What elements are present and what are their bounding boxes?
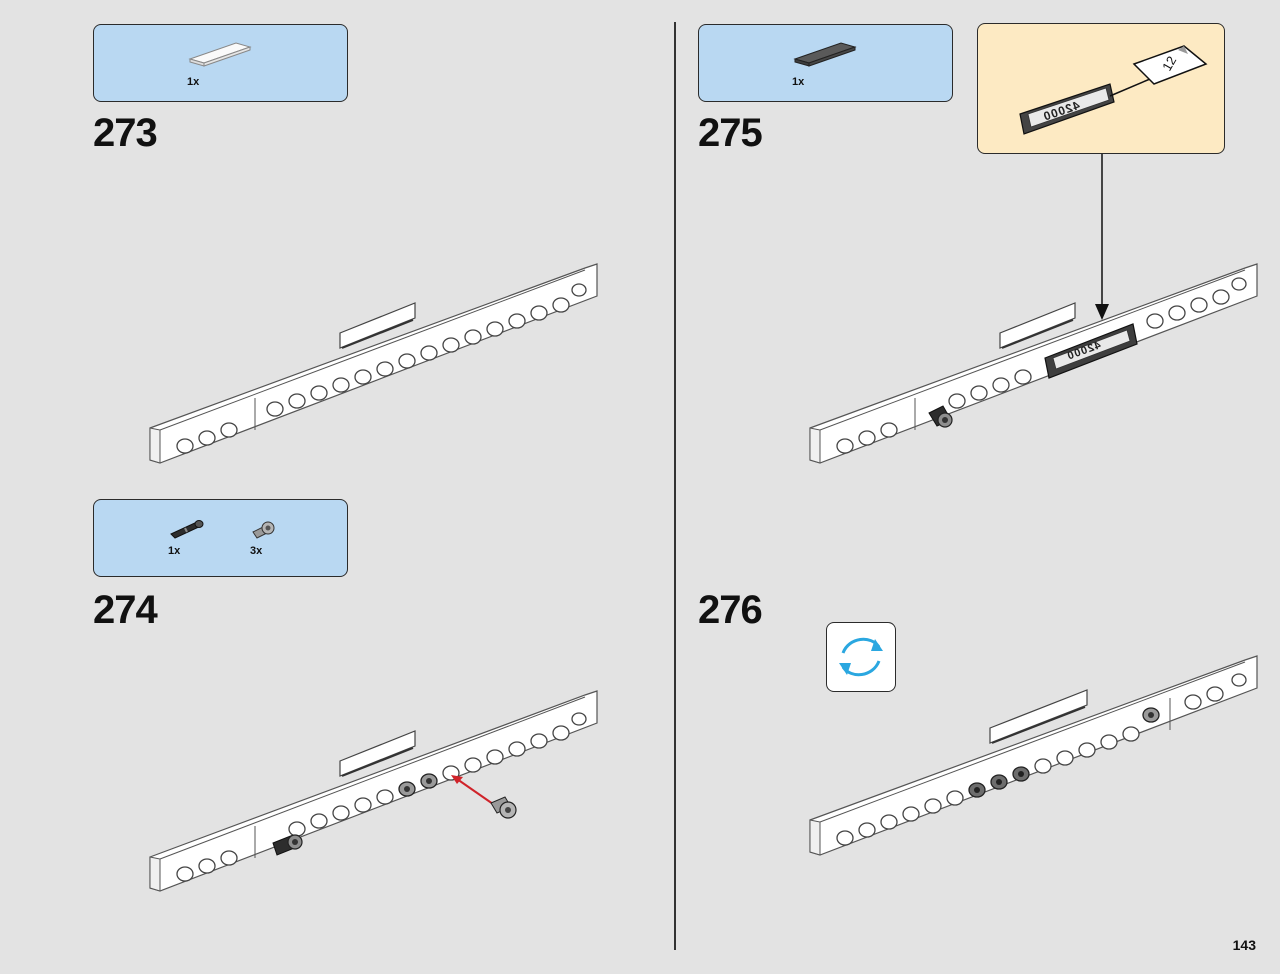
- step-number-275: 275: [698, 111, 763, 155]
- step-number-273: 273: [93, 111, 158, 155]
- page-divider: [674, 22, 676, 950]
- dark-tile-with-sticker: [1044, 323, 1138, 379]
- beam-assembly-274: [149, 690, 598, 892]
- step-number-276: 276: [698, 588, 763, 632]
- black-axle-pin-icon: [170, 520, 204, 539]
- rotate-model-callout: [826, 622, 896, 692]
- parts-callout-275: 1x: [698, 24, 953, 102]
- sticker-callout-275: 42000 12: [977, 23, 1225, 154]
- part-qty: 1x: [168, 545, 181, 557]
- black-axle-pin-installed: [928, 405, 953, 428]
- page-number: 143: [1232, 937, 1256, 953]
- sticker-arrow-275: [1095, 154, 1109, 320]
- sticker-application-icon: [1019, 45, 1208, 135]
- beam-assembly-276: [809, 655, 1258, 856]
- dark-grey-tile-1x4-icon: [793, 42, 857, 67]
- parts-callout-273: 1x: [93, 24, 348, 102]
- rotate-model-icon: [839, 637, 883, 677]
- parts-callout-274: 1x 3x: [93, 499, 348, 577]
- beam-assembly-273: [149, 263, 598, 464]
- beam-assembly-275: [809, 263, 1258, 464]
- part-qty: 1x: [187, 76, 200, 88]
- step-number-274: 274: [93, 588, 158, 632]
- grey-bush-pin-moving: [490, 796, 517, 819]
- white-tile-1x4-icon: [188, 42, 252, 67]
- grey-bush-pin-icon: [252, 521, 275, 539]
- part-qty: 1x: [792, 76, 805, 88]
- black-axle-pin-installed: [272, 834, 303, 856]
- part-qty: 3x: [250, 545, 263, 557]
